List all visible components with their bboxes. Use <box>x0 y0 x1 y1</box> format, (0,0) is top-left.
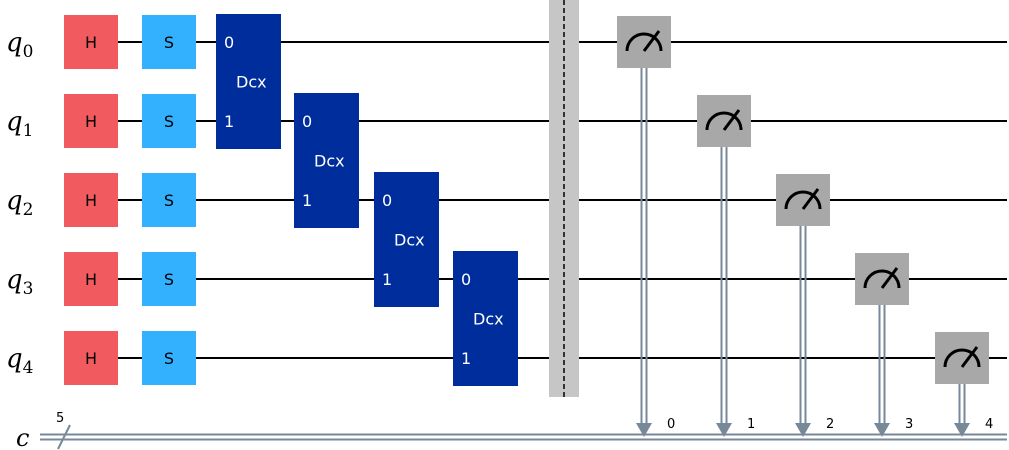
meter-icon <box>625 30 663 52</box>
s-gate: S <box>142 173 196 227</box>
h-gate: H <box>64 173 118 227</box>
barrier <box>549 0 579 397</box>
svg-text:S: S <box>164 349 174 368</box>
svg-text:Dcx: Dcx <box>314 152 345 171</box>
qubit-label: q0 <box>6 28 33 62</box>
classical-bit-index: 2 <box>826 417 834 432</box>
measure-arrow-icon <box>636 423 652 437</box>
s-gate: S <box>142 15 196 69</box>
classical-bit-index: 4 <box>985 417 993 432</box>
meter-icon <box>943 346 981 368</box>
svg-text:1: 1 <box>382 270 392 289</box>
dcx-gate: 0 1 Dcx <box>453 251 518 386</box>
h-gate: H <box>64 331 118 385</box>
qubit-label: q2 <box>6 186 33 220</box>
svg-text:S: S <box>164 191 174 210</box>
svg-text:1: 1 <box>461 349 471 368</box>
measure-gate: 3 <box>855 253 913 437</box>
measure-arrow-icon <box>874 423 890 437</box>
measure-gate: 2 <box>776 174 834 437</box>
qubit-label: q4 <box>6 344 33 378</box>
svg-text:H: H <box>85 349 97 368</box>
classical-bit-index: 3 <box>905 417 913 432</box>
measure-gate: 4 <box>935 332 993 437</box>
measure-arrow-icon <box>716 423 732 437</box>
meter-icon <box>863 267 901 289</box>
svg-text:Dcx: Dcx <box>473 310 504 329</box>
svg-text:H: H <box>85 33 97 52</box>
s-gate: S <box>142 331 196 385</box>
svg-text:S: S <box>164 270 174 289</box>
svg-text:0: 0 <box>224 33 234 52</box>
svg-text:H: H <box>85 112 97 131</box>
classical-bit-index: 0 <box>667 417 675 432</box>
svg-text:1: 1 <box>302 191 312 210</box>
svg-text:S: S <box>164 112 174 131</box>
measure-gate: 1 <box>697 95 755 437</box>
svg-text:H: H <box>85 270 97 289</box>
s-gate: S <box>142 94 196 148</box>
svg-text:0: 0 <box>461 270 471 289</box>
dcx-gate: 0 1 Dcx <box>294 93 359 228</box>
dcx-gate: 0 1 Dcx <box>374 172 439 307</box>
meter-icon <box>784 188 822 210</box>
svg-text:1: 1 <box>224 112 234 131</box>
qubit-label: q3 <box>6 265 33 299</box>
classical-bit-index: 1 <box>747 417 755 432</box>
h-gate: H <box>64 252 118 306</box>
measure-arrow-icon <box>795 423 811 437</box>
meter-icon <box>705 109 743 131</box>
h-gate: H <box>64 15 118 69</box>
svg-text:0: 0 <box>302 112 312 131</box>
svg-text:S: S <box>164 33 174 52</box>
h-gate: H <box>64 94 118 148</box>
dcx-gate: 0 1 Dcx <box>216 14 281 149</box>
svg-text:H: H <box>85 191 97 210</box>
s-gate: S <box>142 252 196 306</box>
svg-text:Dcx: Dcx <box>394 231 425 250</box>
classical-register-label: c <box>16 424 29 450</box>
measure-gate: 0 <box>617 16 675 437</box>
svg-text:Dcx: Dcx <box>236 73 267 92</box>
register-size-slash <box>57 424 71 450</box>
qubit-label: q1 <box>6 107 33 141</box>
measure-arrow-icon <box>954 423 970 437</box>
classical-register-size: 5 <box>56 411 64 426</box>
svg-text:0: 0 <box>382 191 392 210</box>
